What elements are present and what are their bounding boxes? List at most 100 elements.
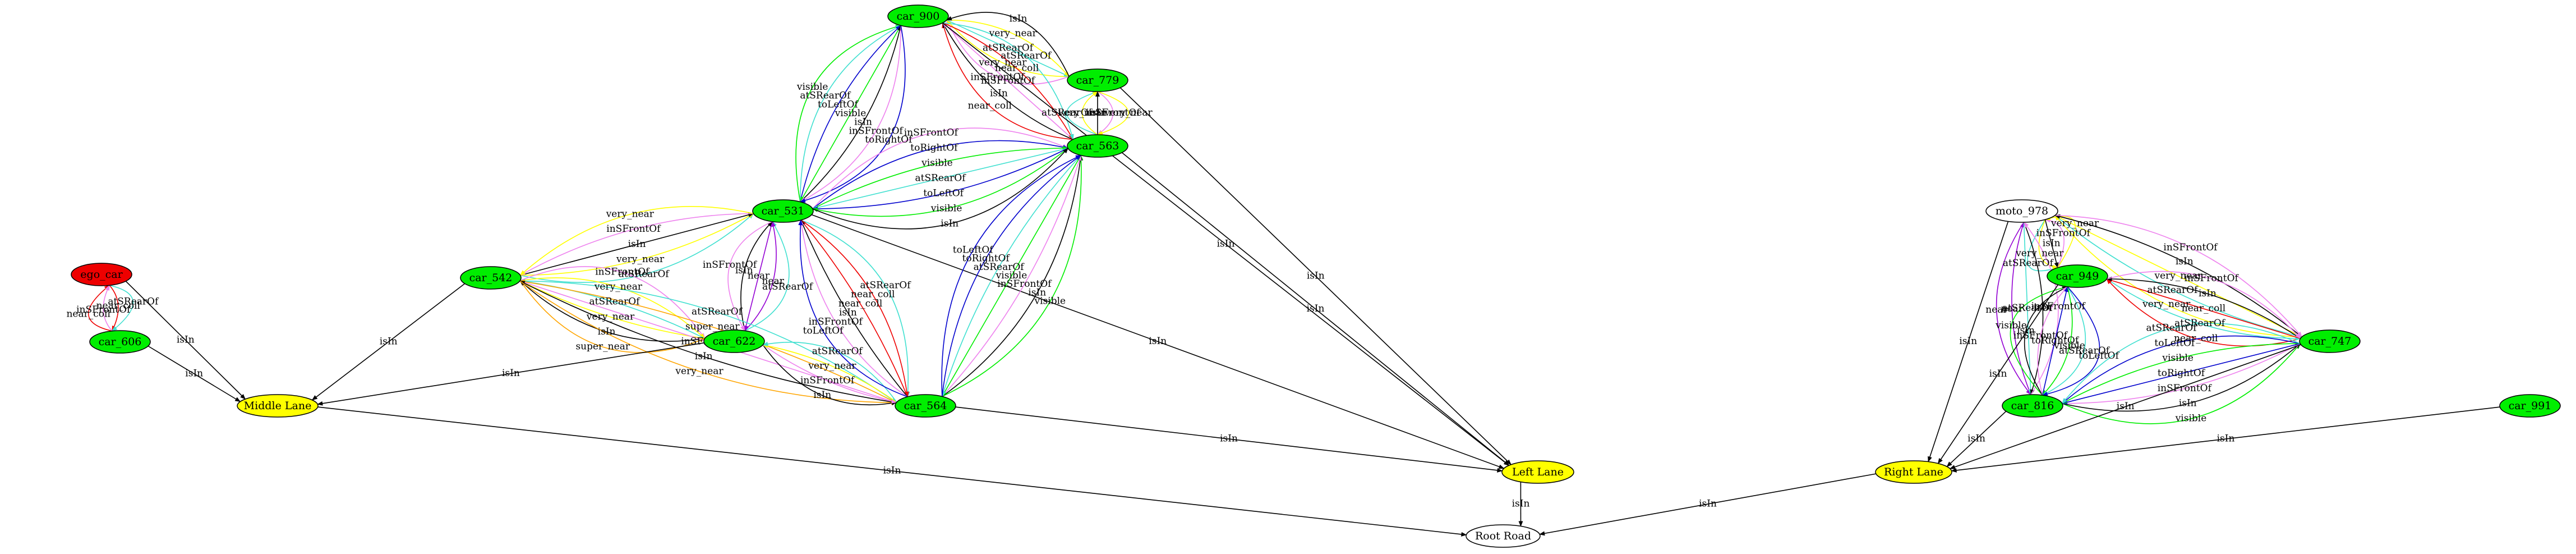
edge-car_900-car_779: [946, 19, 1070, 77]
edge-car_900-car_531: [800, 25, 901, 203]
edge-car_747-right_lane: [1949, 344, 2301, 469]
edge-label: near_coll: [96, 300, 140, 312]
edge-label: isIn: [2179, 398, 2197, 409]
edge-car_564-car_563: [942, 155, 1082, 397]
node-ellipse: [1067, 68, 1128, 92]
node-label: car_949: [2056, 270, 2099, 282]
node-car-949[interactable]: car_949: [2047, 264, 2108, 288]
node-car-531[interactable]: car_531: [752, 199, 814, 223]
edge-label: isIn: [1217, 239, 1235, 250]
edge-label: isIn: [1959, 336, 1977, 347]
edge-label: atSRearOf: [619, 269, 670, 280]
edge-car_779-car_900: [946, 19, 1070, 77]
edge-label: visible: [996, 270, 1027, 281]
node-label: Left Lane: [1512, 466, 1564, 478]
edge-car_949-car_816: [2042, 286, 2086, 396]
edge-car_747-moto_978: [2054, 215, 2302, 337]
node-label: ego_car: [80, 268, 123, 281]
node-ellipse: [2499, 394, 2561, 418]
node-right-lane[interactable]: Right Lane: [1875, 460, 1952, 484]
edge-label: inSFrontOf: [595, 267, 650, 278]
edge-label: inSFrontOf: [904, 127, 959, 139]
node-car-900[interactable]: car_900: [887, 4, 949, 28]
node-car-779[interactable]: car_779: [1067, 68, 1128, 92]
edge-moto_978-car_949: [2038, 219, 2058, 269]
edge-car_900-car_779: [946, 19, 1070, 77]
edge-label: toLeftOf: [953, 244, 994, 255]
edge-label: atSRearOf: [762, 281, 814, 292]
edge-label: isIn: [839, 307, 857, 318]
node-label: car_531: [762, 205, 805, 217]
edge-car_622-car_531: [740, 221, 773, 331]
edge-car_542-car_564: [519, 280, 897, 405]
edge-label: inSFrontOf: [997, 278, 1052, 290]
node-car-991[interactable]: car_991: [2499, 394, 2561, 418]
node-car-622[interactable]: car_622: [703, 329, 765, 353]
edge-car_531-car_542: [519, 206, 754, 276]
node-label: moto_978: [1996, 205, 2048, 217]
edge-labels-layer: inSFrontOfvery_nearatSRearOfvery_nearisI…: [66, 13, 2239, 510]
node-car-563[interactable]: car_563: [1067, 134, 1128, 158]
edge-car_531-car_563: [812, 127, 1069, 209]
edge-label: atSRearOf: [692, 306, 743, 318]
edge-label: isIn: [1989, 368, 2007, 379]
edge-car_816-car_949: [2037, 286, 2068, 396]
node-car-816[interactable]: car_816: [2002, 394, 2063, 418]
edge-car_816-car_747: [2062, 343, 2301, 412]
edge-label: near: [1985, 304, 2008, 315]
node-car-606[interactable]: car_606: [89, 330, 151, 354]
edge-label: super_near: [575, 341, 630, 352]
edge-label: inSFrontOf: [981, 75, 1036, 86]
node-car-542[interactable]: car_542: [460, 266, 522, 290]
edge-car_563-car_900: [942, 22, 1073, 140]
node-ellipse: [703, 329, 765, 353]
edge-car_542-car_564: [519, 280, 897, 404]
edge-label: visible: [835, 108, 867, 119]
edge-car_563-left_lane: [1121, 152, 1510, 466]
edge-moto_978-car_949: [2044, 219, 2059, 268]
edge-label: visible: [930, 203, 962, 214]
edge-car_542-car_531: [520, 213, 754, 283]
edge-car_563-car_531: [812, 148, 1068, 217]
node-car-747[interactable]: car_747: [2299, 329, 2361, 353]
edge-car_816-car_747: [2062, 343, 2301, 424]
edge-label: visible: [1995, 320, 2027, 331]
node-ego-car[interactable]: ego_car: [71, 263, 132, 286]
edge-label: near: [748, 271, 770, 282]
edge-car_563-car_779: [1066, 91, 1098, 135]
node-ellipse: [237, 394, 319, 418]
edge-car_531-car_563: [812, 146, 1069, 209]
edge-car_606-ego_car: [88, 285, 112, 332]
edge-car_747-car_816: [2062, 323, 2301, 404]
edge-car_542-car_622: [519, 280, 706, 353]
edge-label: atSRearOf: [2003, 258, 2054, 269]
edge-label: inSFrontOf: [2185, 273, 2239, 284]
node-left-lane[interactable]: Left Lane: [1501, 460, 1574, 484]
edge-label: isIn: [1307, 271, 1325, 282]
edge-car_563-car_900: [942, 22, 1073, 140]
node-label: car_900: [897, 10, 940, 22]
edge-label: very_near: [2050, 218, 2099, 229]
node-ellipse: [71, 263, 132, 286]
edge-car_779-left_lane: [1119, 87, 1512, 465]
edge-label: inSFrontOf: [809, 316, 864, 327]
edge-label: toRightOf: [2158, 368, 2206, 379]
edge-label: very_near: [808, 360, 856, 372]
edge-label: near_coll: [851, 289, 895, 300]
edge-label: atSRearOf: [915, 173, 967, 184]
edge-car_564-car_563: [942, 154, 1084, 397]
edge-car_563-car_564: [942, 155, 1081, 397]
node-car-564[interactable]: car_564: [895, 394, 956, 418]
node-moto-978[interactable]: moto_978: [1985, 199, 2058, 223]
edge-label: near_coll: [838, 298, 882, 309]
node-root-road[interactable]: Root Road: [1466, 524, 1541, 548]
node-middle-lane[interactable]: Middle Lane: [237, 394, 319, 418]
edge-car_747-moto_978: [2054, 215, 2302, 337]
edge-car_622-middle_lane: [317, 342, 704, 406]
edge-car_531-left_lane: [811, 214, 1505, 469]
edge-label: very_near: [989, 28, 1038, 39]
edge-car_531-car_900: [800, 25, 901, 202]
edge-label: inSFrontOf: [2036, 228, 2091, 239]
edge-car_622-car_564: [762, 344, 897, 406]
